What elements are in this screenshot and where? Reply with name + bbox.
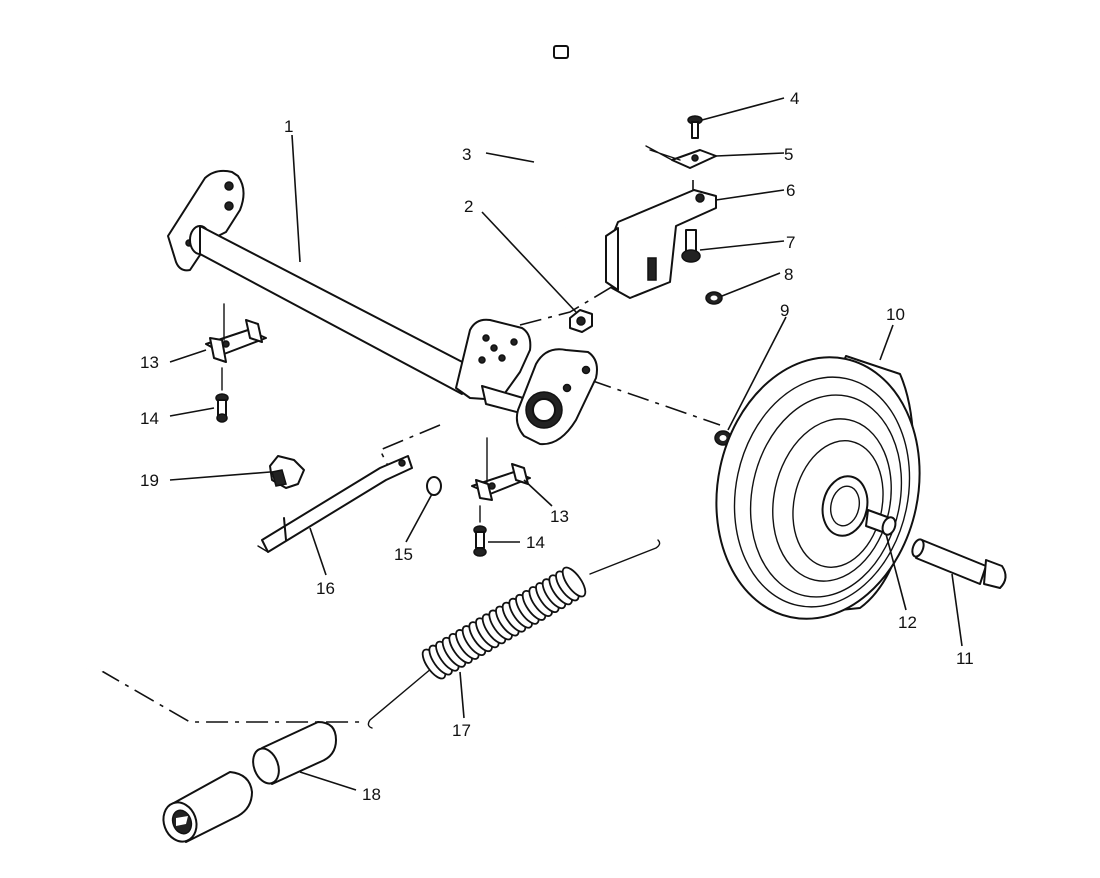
part-15-ring [426, 476, 442, 496]
part-16-lever-arm [257, 455, 413, 553]
part-17-spring [367, 539, 661, 729]
spring-coil [561, 566, 587, 598]
part-13-bracket-right [471, 437, 531, 501]
part-18-grips [162, 721, 337, 843]
callout-18: 18 [362, 785, 381, 804]
part-7-bolt [681, 229, 701, 263]
part-5-clip [645, 145, 717, 169]
callout-10: 10 [886, 305, 905, 324]
leader-lines [169, 97, 963, 791]
callout-14a: 14 [140, 409, 159, 428]
callout-1: 1 [284, 117, 293, 136]
callout-8: 8 [784, 265, 793, 284]
callout-6: 6 [786, 181, 795, 200]
part-14-bolt-right [473, 505, 487, 557]
part-3-lift-rod [532, 45, 572, 232]
part-2-nut [569, 309, 593, 333]
part-10-wheel [715, 355, 921, 620]
callout-15: 15 [394, 545, 413, 564]
callout-9: 9 [780, 301, 789, 320]
part-1-axle [167, 169, 598, 446]
part-8-washer [705, 291, 723, 305]
part-6-bracket [605, 189, 717, 299]
part-14-bolt-left [215, 367, 229, 423]
part-4-screw [687, 115, 703, 139]
handle-rod [80, 562, 242, 675]
callout-7: 7 [786, 233, 795, 252]
callout-2: 2 [464, 197, 473, 216]
callout-3: 3 [462, 145, 471, 164]
part-11-shoulder-bolt [911, 538, 1007, 589]
callout-5: 5 [784, 145, 793, 164]
callout-4: 4 [790, 89, 799, 108]
part-12-spacer [865, 509, 897, 536]
callout-16: 16 [316, 579, 335, 598]
callout-13a: 13 [140, 353, 159, 372]
callout-12: 12 [898, 613, 917, 632]
part-19-clip [269, 455, 305, 489]
callout-19: 19 [140, 471, 159, 490]
callout-11: 11 [956, 649, 974, 668]
part-13-bracket-left [205, 303, 267, 363]
callout-14b: 14 [526, 533, 545, 552]
callout-17: 17 [452, 721, 471, 740]
callout-13b: 13 [550, 507, 569, 526]
callout-labels: 1 2 3 4 5 6 7 8 9 10 11 12 13 13 14 14 1… [140, 89, 974, 804]
